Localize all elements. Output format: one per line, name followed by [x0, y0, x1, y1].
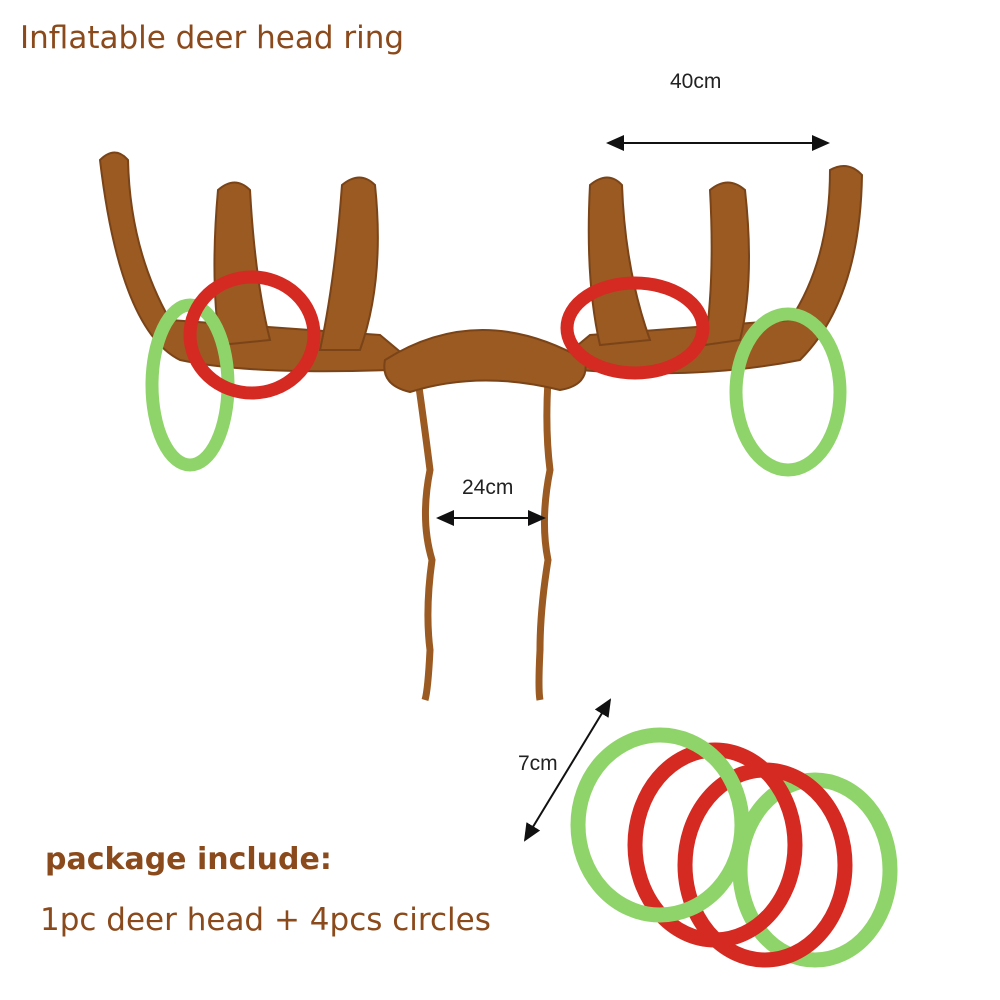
ring-label: 7cm: [518, 752, 558, 775]
ring-arrow: [523, 698, 612, 842]
green-ring: [570, 727, 750, 923]
package-heading: package include:: [45, 842, 332, 877]
green-ring: [732, 772, 898, 968]
red-ring: [183, 270, 321, 400]
package-contents: 1pc deer head + 4pcs circles: [40, 902, 491, 938]
red-ring: [560, 276, 710, 380]
width-label: 40cm: [670, 70, 722, 93]
head-band: [383, 329, 587, 394]
antler-right: [558, 165, 864, 375]
strap-left: [414, 379, 436, 702]
antler-left: [98, 151, 412, 373]
strap-label: 24cm: [462, 476, 514, 499]
green-ring: [729, 307, 847, 477]
product-title: Inflatable deer head ring: [20, 20, 405, 56]
strap-right: [535, 379, 554, 701]
